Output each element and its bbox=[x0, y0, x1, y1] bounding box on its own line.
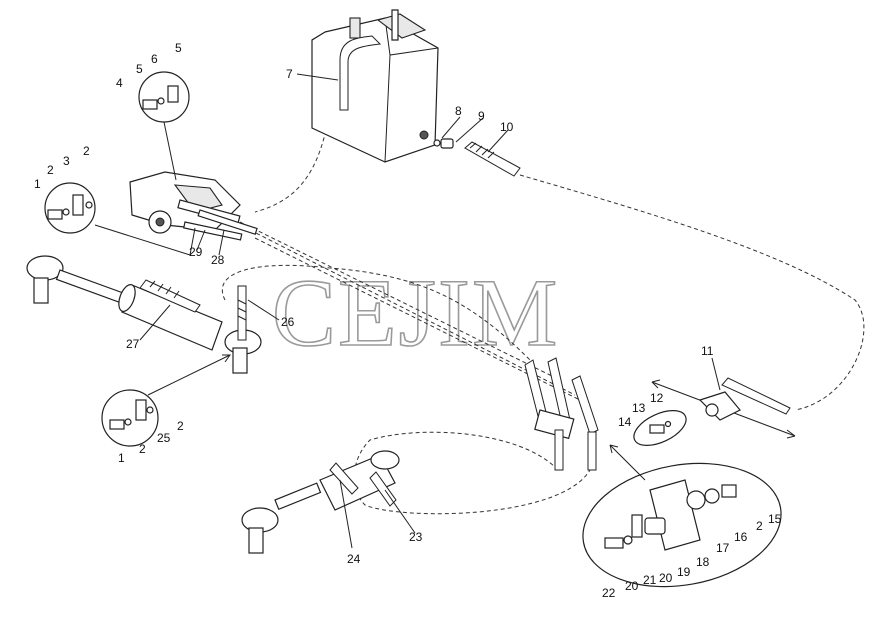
callout-2-bottom-a: 2 bbox=[177, 419, 184, 433]
callout-16: 16 bbox=[734, 530, 748, 544]
callout-20-a: 20 bbox=[659, 571, 673, 585]
tank-return-line bbox=[519, 174, 865, 411]
pump-line-b bbox=[249, 229, 576, 396]
callout-22: 22 bbox=[602, 586, 616, 600]
callout-11: 11 bbox=[701, 344, 714, 358]
callout-21: 21 bbox=[643, 573, 657, 587]
detail-circle-left bbox=[44, 182, 196, 256]
callout-4: 4 bbox=[116, 76, 123, 90]
pump-assembly bbox=[129, 171, 258, 241]
callout-20-b: 20 bbox=[625, 579, 639, 593]
center-valve-block bbox=[524, 357, 599, 471]
callout-labels: 1 2 3 2 4 5 6 5 7 8 9 10 11 12 13 14 15 … bbox=[34, 41, 782, 600]
callout-24: 24 bbox=[347, 552, 361, 566]
callout-2-left-a: 2 bbox=[47, 163, 54, 177]
callout-6: 6 bbox=[151, 52, 158, 66]
callout-3: 3 bbox=[63, 154, 70, 168]
callout-25: 25 bbox=[157, 431, 171, 445]
detail-circle-top bbox=[138, 71, 190, 181]
cylinder-top-line bbox=[222, 264, 531, 361]
oil-tank bbox=[311, 9, 439, 163]
callout-29: 29 bbox=[189, 245, 203, 259]
leader-lines bbox=[139, 73, 721, 549]
detail-circle-bottom-left bbox=[101, 354, 231, 447]
callout-13: 13 bbox=[632, 401, 646, 415]
watermark: CEJIM bbox=[272, 259, 559, 366]
callout-10: 10 bbox=[500, 120, 514, 134]
callout-5-a: 5 bbox=[136, 62, 143, 76]
cylinder-bottom bbox=[241, 450, 400, 554]
callout-2-bottom-b: 2 bbox=[139, 442, 146, 456]
callout-1-bottom: 1 bbox=[118, 451, 125, 465]
callout-2-right: 2 bbox=[756, 519, 763, 533]
callout-27: 27 bbox=[126, 337, 140, 351]
tank-to-pump-line bbox=[254, 109, 331, 213]
cylinder-left bbox=[26, 255, 262, 374]
callout-28: 28 bbox=[211, 253, 225, 267]
callout-12: 12 bbox=[650, 391, 664, 405]
detail-ellipse-bottom-right bbox=[582, 444, 782, 588]
callout-19: 19 bbox=[677, 565, 691, 579]
pump-line-a bbox=[239, 221, 561, 381]
callout-2-left-b: 2 bbox=[83, 144, 90, 158]
callout-1-left: 1 bbox=[34, 177, 41, 191]
callout-5-b: 5 bbox=[175, 41, 182, 55]
callout-23: 23 bbox=[409, 530, 423, 544]
callout-7: 7 bbox=[286, 67, 293, 81]
callout-26: 26 bbox=[281, 315, 295, 329]
callout-14: 14 bbox=[618, 415, 632, 429]
callout-8: 8 bbox=[455, 104, 462, 118]
callout-17: 17 bbox=[716, 541, 730, 555]
tank-fittings bbox=[433, 138, 521, 177]
callout-15: 15 bbox=[768, 512, 782, 526]
right-mount bbox=[633, 377, 796, 446]
callout-9: 9 bbox=[478, 109, 485, 123]
callout-18: 18 bbox=[696, 555, 710, 569]
